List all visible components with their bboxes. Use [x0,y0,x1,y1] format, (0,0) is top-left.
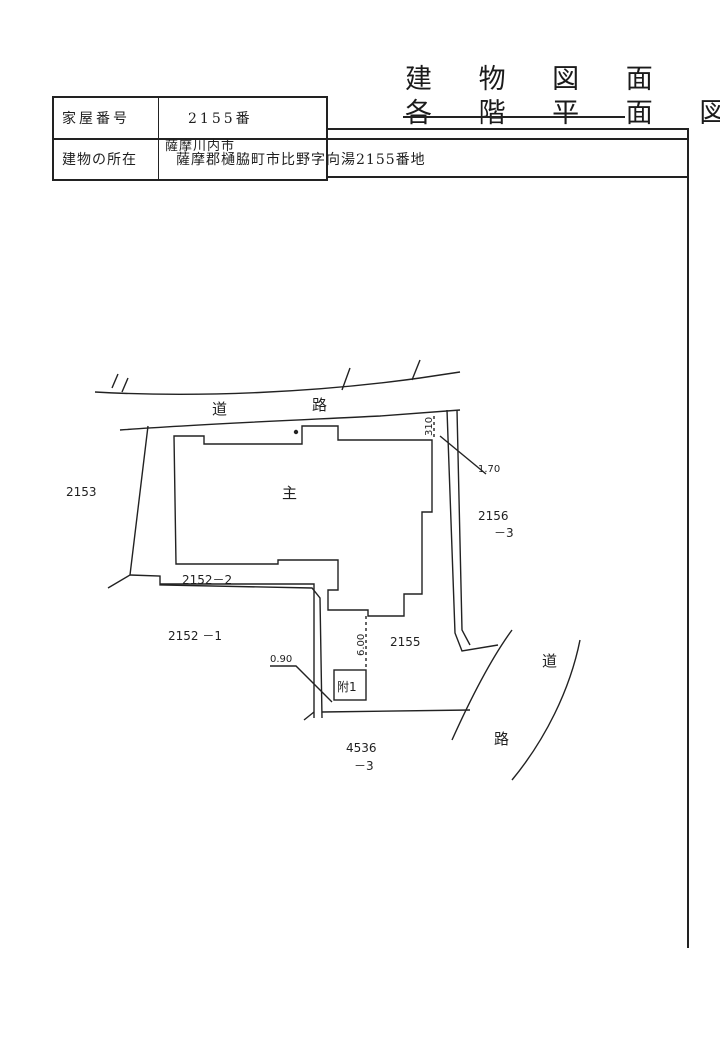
road-top-lower-edge [119,409,461,431]
road-top-tick-3 [341,367,351,391]
annex-building [333,669,367,701]
header-row-divider [52,138,688,140]
lot-2153-label: 2153 [66,485,97,499]
document-title: 建 物 図 面 [405,64,672,95]
lot-4536-label-2: －3 [354,759,374,773]
drawing-frame-header-bottom [328,176,688,178]
dim-170-label: 1.70 [478,464,500,475]
house-number-value: 2155番 [188,111,253,127]
road-top-tick-4 [411,359,421,381]
lot-2155-label: 2155 [390,635,421,649]
location-value: 薩摩郡樋脇町市比野字向湯2155番地 [176,152,426,168]
subtitle-strikethrough [403,116,625,118]
lot-2152-1-boundary [160,583,315,718]
lot-boundary-right-inner [456,409,471,646]
drawing-frame-right [687,128,689,948]
drawing-frame-top [328,128,689,130]
dim-090-label: 0.90 [270,654,292,665]
dim-line-170 [439,435,487,475]
document-subtitle: 各 階 平 面 図 [405,98,720,129]
lot-4536-label-1: 4536 [346,741,377,755]
main-building-label: 主 [282,484,297,502]
dim-310-label: 310 [424,417,435,436]
road-right-outer-edge [511,639,581,781]
house-number-label: 家屋番号 [62,111,130,127]
lot-boundary-bottom-left [303,711,315,721]
lot-boundary-left-2152 [129,574,323,719]
road-top-tick-1 [111,373,119,389]
lot-2152-1-label: 2152 －1 [168,629,222,643]
road-right-inner-edge [451,629,513,741]
lot-boundary-right [446,409,499,652]
annex-label: 附1 [337,680,357,694]
road-top-label-right: 路 [312,396,327,414]
road-top-upper-edge [94,371,461,396]
road-right-label-top: 道 [542,652,557,670]
road-top-label-left: 道 [212,400,227,418]
dim-600-label: 6.00 [356,634,367,656]
lot-boundary-bottom [321,709,471,713]
main-building-outline [173,425,433,617]
lot-2156-label-1: 2156 [478,509,509,523]
location-label: 建物の所在 [62,152,137,168]
location-correction: 薩摩川内市 [165,139,236,154]
road-right-label-bottom: 路 [494,730,509,748]
lot-boundary-left [107,425,149,589]
road-top-tick-2 [121,377,129,393]
header-column-divider [158,96,159,181]
lot-2152-2-label: 2152－2 [182,573,232,587]
dim-line-090 [270,665,333,703]
survey-point-mark [293,429,299,435]
lot-2156-label-2: －3 [494,526,514,540]
